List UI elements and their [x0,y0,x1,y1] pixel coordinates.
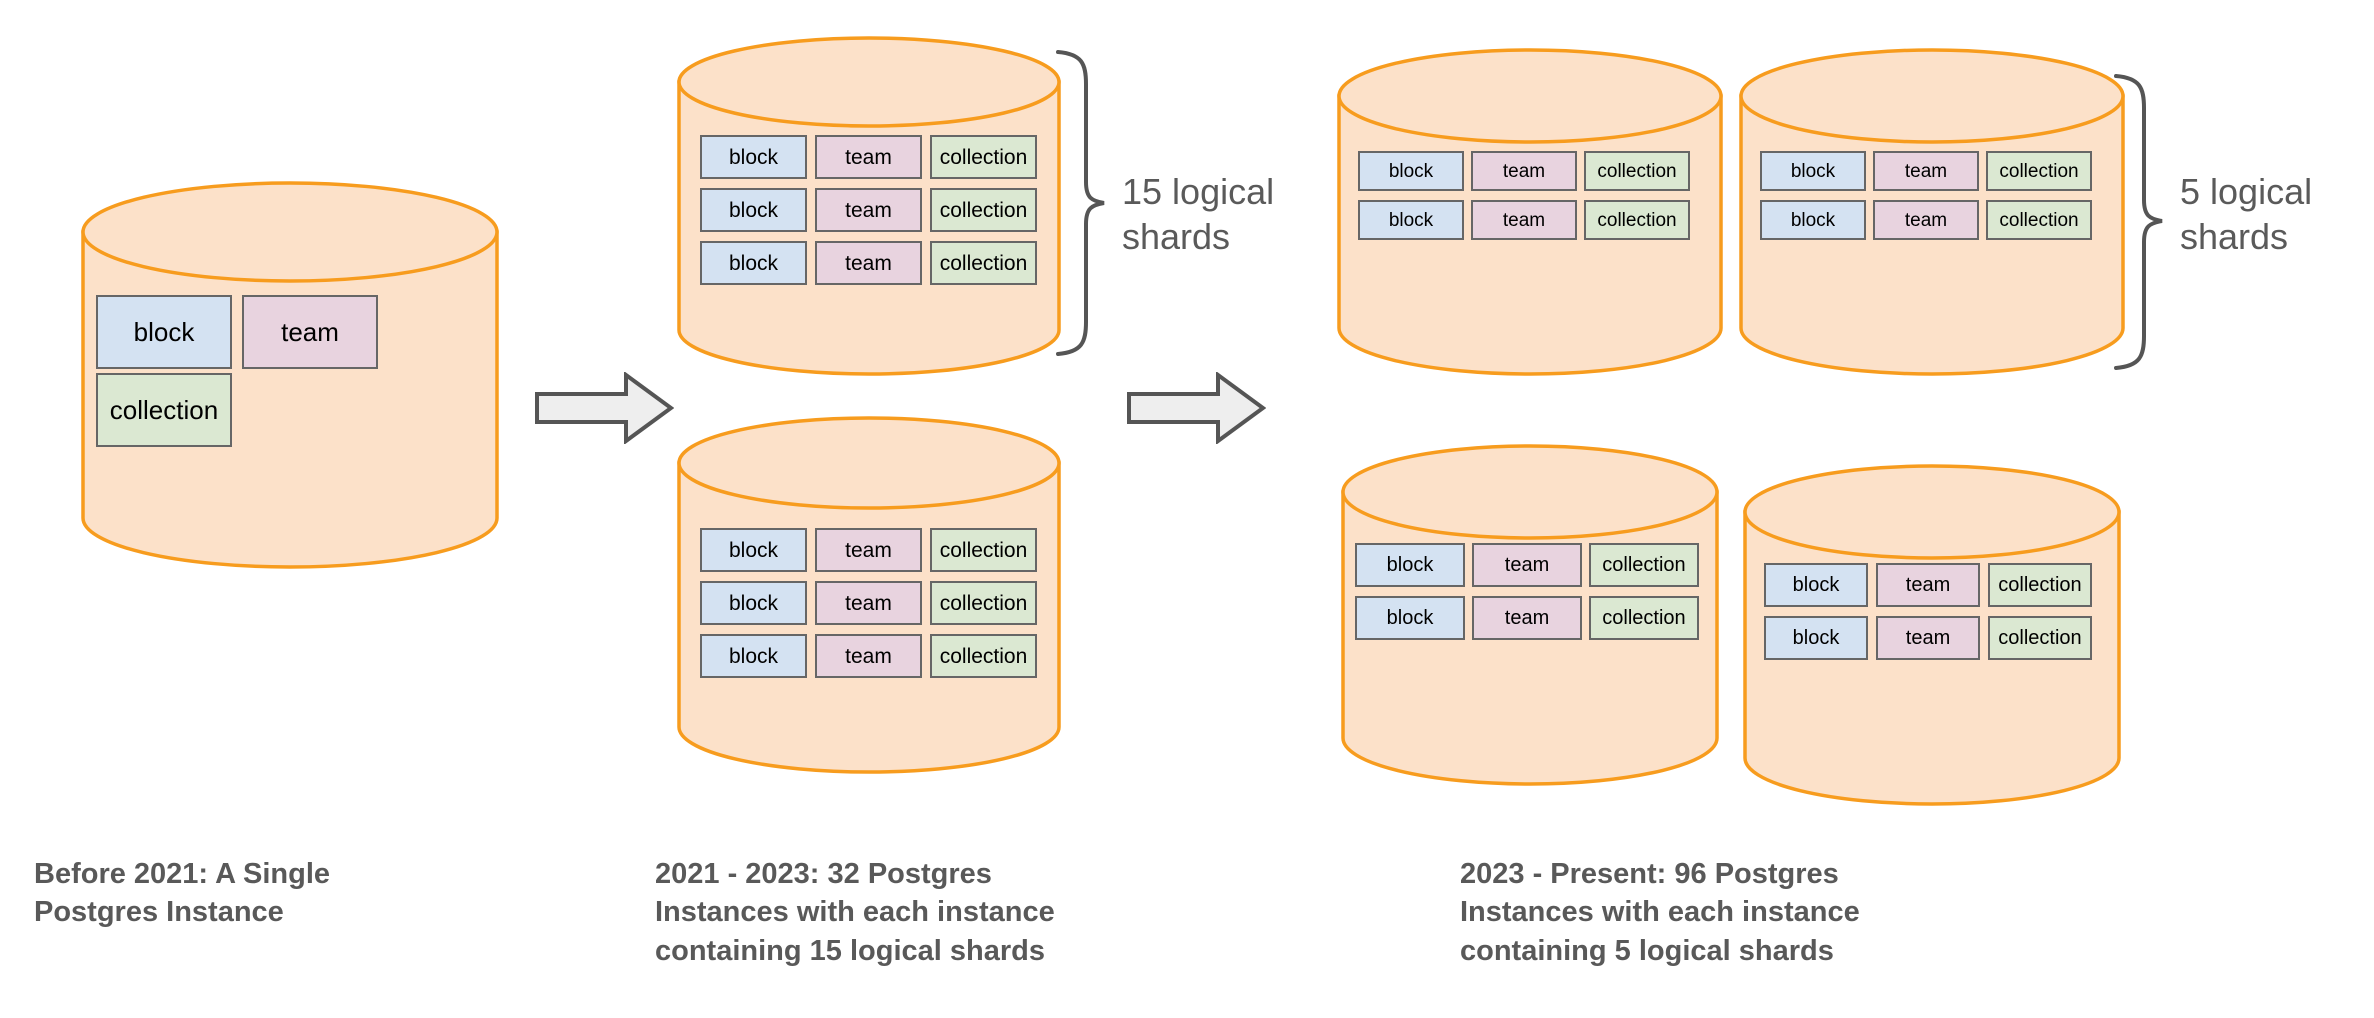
shard-row: block team collection [700,528,1038,572]
shard-box-team[interactable]: team [1876,563,1980,607]
shard-box-team[interactable]: team [1873,200,1979,240]
cylinder-instance-1: block team collection block team collect… [1336,40,1724,380]
shard-box-collection[interactable]: collection [1986,151,2092,191]
shard-box-block[interactable]: block [700,581,807,625]
shard-row: block team collection [1760,151,2104,191]
shard-row: block team collection [1358,151,1702,191]
brace-label-15-shards: 15 logical shards [1122,171,1275,257]
shard-box-block[interactable]: block [1355,543,1465,587]
shard-box-team[interactable]: team [242,295,378,369]
shard-box-block[interactable]: block [700,135,807,179]
shard-box-collection[interactable]: collection [930,581,1037,625]
shard-box-team[interactable]: team [1472,596,1582,640]
shard-box-block[interactable]: block [1764,563,1868,607]
brace-5-shards [2114,74,2163,370]
shard-box-collection[interactable]: collection [930,241,1037,285]
caption-before-2021: Before 2021: A Single Postgres Instance [34,858,331,929]
cylinder-instance-4: block team collection block team collect… [1742,460,2122,810]
brace-15-shards [1056,50,1105,356]
shard-box-team[interactable]: team [1873,151,1979,191]
cylinder-instance-a: block team collection block team collect… [676,36,1062,376]
caption-2023-present: 2023 - Present: 96 Postgres Instances wi… [1460,858,1860,967]
shard-row: block team collection [1355,596,1705,640]
brace-label-5-shards: 5 logical shards [2180,171,2313,257]
shard-box-collection[interactable]: collection [1584,200,1690,240]
shard-box-block[interactable]: block [700,188,807,232]
shard-box-collection[interactable]: collection [930,188,1037,232]
shard-box-team[interactable]: team [1472,543,1582,587]
arrow-right-icon-2 [1127,372,1266,444]
shard-row: collection [96,373,484,447]
shard-box-collection[interactable]: collection [1584,151,1690,191]
shard-row: block team [96,295,484,369]
caption-2021-2023: 2021 - 2023: 32 Postgres Instances with … [655,858,1055,967]
shard-box-team[interactable]: team [1876,616,1980,660]
shard-box-block[interactable]: block [1760,151,1866,191]
cylinder-instance-2: block team collection block team collect… [1738,40,2126,380]
shard-row: block team collection [700,634,1038,678]
shard-row: block team collection [700,241,1038,285]
shard-box-block[interactable]: block [1358,200,1464,240]
shard-row: block team collection [1760,200,2104,240]
shard-box-team[interactable]: team [815,634,922,678]
shard-row: block team collection [1358,200,1702,240]
shard-row: block team collection [700,188,1038,232]
shard-box-block[interactable]: block [700,528,807,572]
shard-box-team[interactable]: team [815,241,922,285]
shard-box-team[interactable]: team [815,528,922,572]
shard-box-collection[interactable]: collection [930,135,1037,179]
shard-box-collection[interactable]: collection [1986,200,2092,240]
shard-box-collection[interactable]: collection [96,373,232,447]
shard-row: block team collection [700,581,1038,625]
shard-box-team[interactable]: team [815,135,922,179]
shard-row: block team collection [1764,563,2100,607]
shard-box-team[interactable]: team [1471,200,1577,240]
cylinder-instance-3: block team collection block team collect… [1340,440,1720,790]
shard-box-collection[interactable]: collection [1589,543,1699,587]
shard-box-team[interactable]: team [815,581,922,625]
shard-box-block[interactable]: block [1760,200,1866,240]
shard-box-collection[interactable]: collection [1589,596,1699,640]
cylinder-single-instance: block team collection [80,180,500,570]
cylinder-instance-b: block team collection block team collect… [676,415,1062,775]
shard-row: block team collection [1355,543,1705,587]
shard-box-block[interactable]: block [1764,616,1868,660]
shard-box-team[interactable]: team [1471,151,1577,191]
shard-row: block team collection [700,135,1038,179]
shard-box-collection[interactable]: collection [1988,563,2092,607]
shard-box-collection[interactable]: collection [1988,616,2092,660]
shard-row: block team collection [1764,616,2100,660]
shard-box-block[interactable]: block [1358,151,1464,191]
shard-box-team[interactable]: team [815,188,922,232]
shard-box-block[interactable]: block [700,634,807,678]
shard-box-collection[interactable]: collection [930,634,1037,678]
shard-box-block[interactable]: block [1355,596,1465,640]
shard-box-block[interactable]: block [96,295,232,369]
shard-box-block[interactable]: block [700,241,807,285]
arrow-right-icon-1 [535,372,674,444]
shard-box-collection[interactable]: collection [930,528,1037,572]
